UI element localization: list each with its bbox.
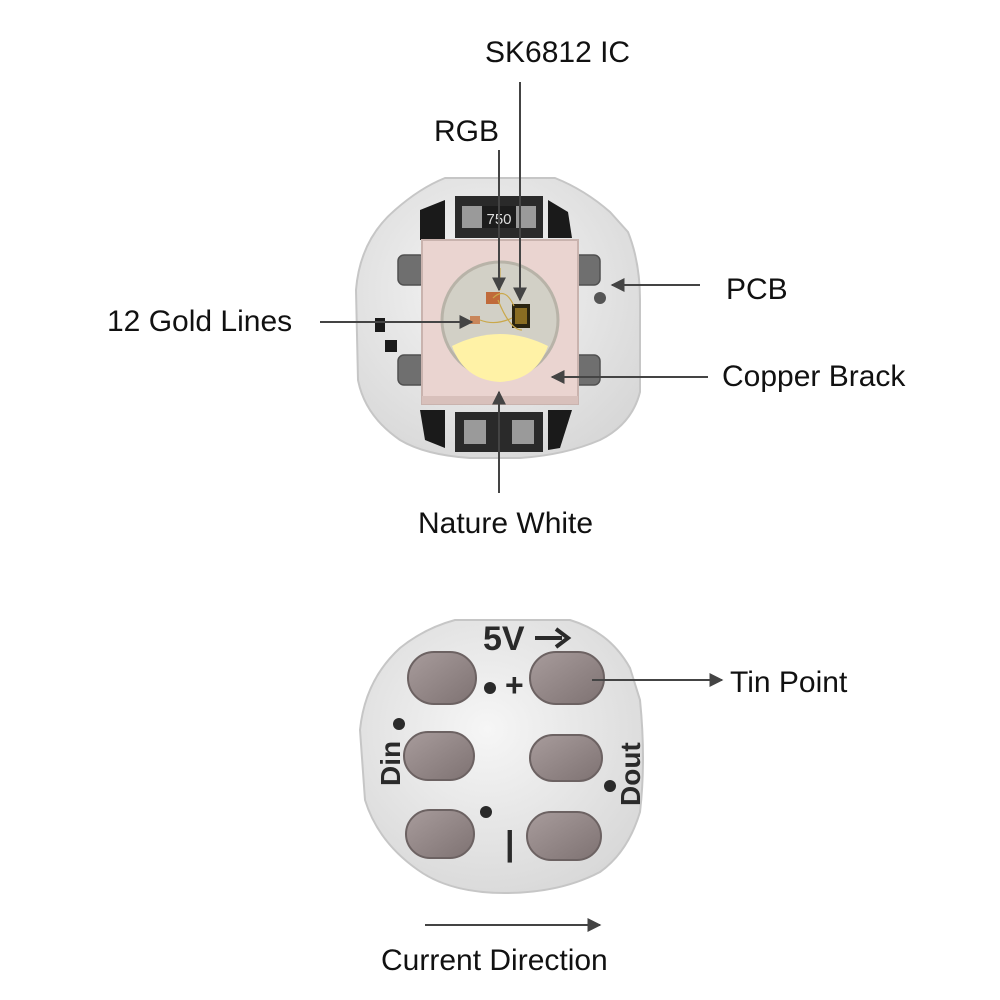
leader-lines-bottom [425, 673, 724, 932]
din-marking: Din [375, 741, 406, 786]
back-silkscreen: 5V + | Din Dout [375, 620, 646, 863]
leader-lines-top [320, 82, 708, 493]
tin-pads [403, 651, 605, 861]
plus-marking: + [505, 667, 524, 703]
silkscreen-marks [375, 200, 572, 450]
led-module-back: 5V + | Din Dout [358, 619, 646, 895]
voltage-marking: 5V [483, 620, 525, 658]
white-phosphor [452, 334, 548, 382]
label-tin-point: Tin Point [730, 666, 848, 699]
pcb-via [594, 292, 606, 304]
label-rgb: RGB [434, 115, 500, 148]
label-pcb: PCB [726, 273, 788, 306]
label-current-direction: Current Direction [381, 944, 608, 977]
label-copper-brack: Copper Brack [722, 360, 906, 393]
minus-marking: | [505, 825, 515, 863]
label-nature-white: Nature White [418, 507, 594, 540]
label-sk6812-ic: SK6812 IC [485, 36, 631, 69]
label-12-gold-lines: 12 Gold Lines [107, 305, 293, 338]
dout-marking: Dout [615, 742, 646, 806]
back-vias [393, 682, 616, 818]
